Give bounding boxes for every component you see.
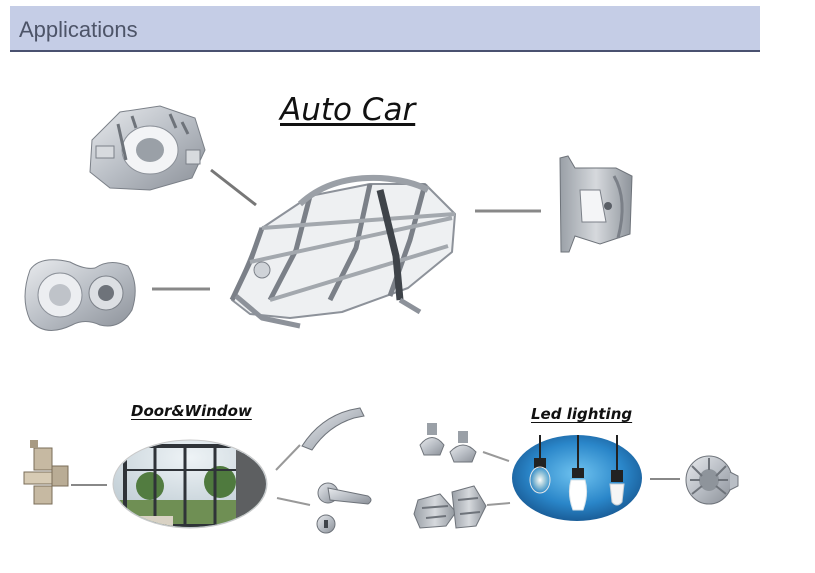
connector-line	[482, 451, 510, 462]
led-bulb-icon	[512, 435, 642, 521]
door-window-caption: Door&Window	[131, 402, 252, 420]
auto-car-caption: Auto Car	[280, 92, 416, 128]
die-cast-bracket-icon	[89, 105, 206, 191]
connector-line	[275, 444, 301, 471]
door-handle-icon	[301, 407, 365, 451]
connector-line	[486, 502, 511, 506]
lever-handle-icon	[317, 482, 372, 505]
heat-sink-icon	[685, 455, 739, 505]
section-header: Applications	[10, 6, 760, 52]
lamp-cup-icon	[419, 423, 477, 463]
car-frame-icon	[229, 174, 456, 329]
connector-line	[276, 497, 311, 506]
lock-plate-icon	[316, 514, 336, 534]
bevel-gear-icon	[413, 485, 487, 529]
led-lighting-caption: Led lighting	[531, 405, 633, 423]
hinge-icon	[23, 440, 69, 505]
mount-part-icon	[559, 155, 633, 253]
die-cast-housing-icon	[24, 259, 136, 331]
window-scene-icon	[112, 439, 268, 529]
section-title: Applications	[19, 17, 138, 42]
connector-line	[210, 168, 257, 207]
